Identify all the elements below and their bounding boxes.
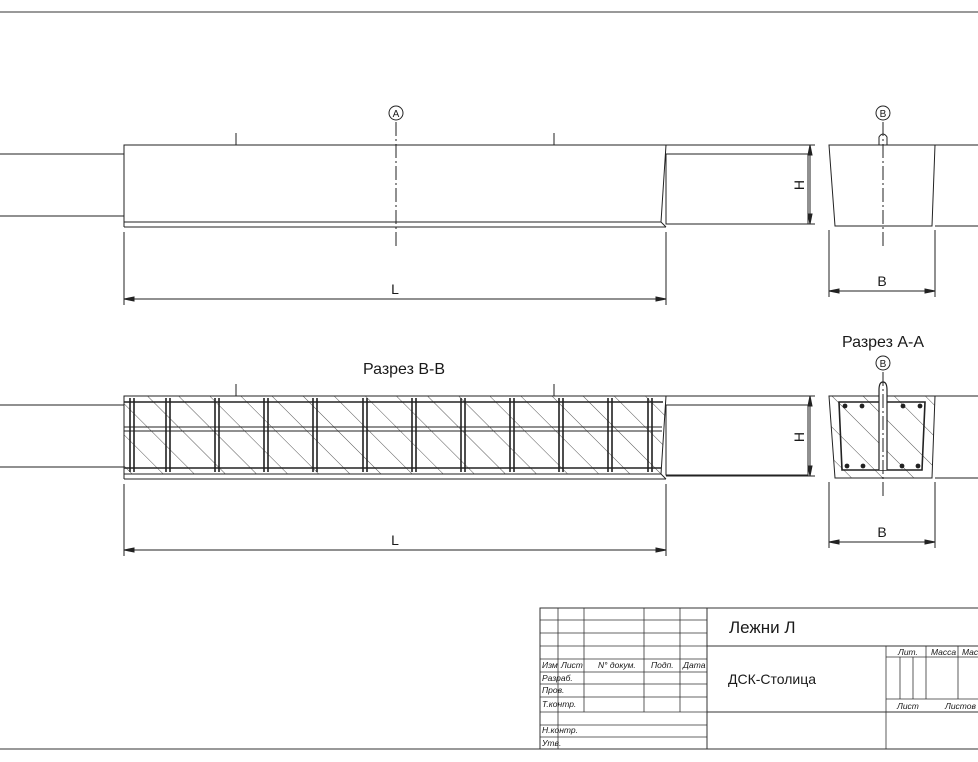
- beam-section-bb: [0, 384, 809, 480]
- height-label-bottom: H: [791, 432, 807, 442]
- organization-name: ДСК-Столица: [728, 671, 816, 687]
- width-label-bottom: B: [877, 524, 886, 540]
- axis-marker-a-label: A: [393, 109, 400, 120]
- dimension-length-top: [123, 232, 667, 305]
- height-label-top: H: [791, 180, 807, 190]
- adjacent-block-right: [665, 153, 809, 225]
- length-label-top: L: [391, 281, 399, 297]
- role-tech-control: Т.контр.: [542, 699, 576, 709]
- header-doc-no: N° докум.: [598, 660, 636, 670]
- beam-elevation-top: [0, 122, 809, 246]
- right-mass: Масса: [931, 647, 956, 657]
- rebar-dots: [842, 403, 923, 469]
- axis-marker-b-bottom-label: B: [880, 359, 887, 370]
- length-label-bottom: L: [391, 532, 399, 548]
- header-sheet: Лист: [560, 660, 583, 670]
- product-name: Лежни Л: [729, 618, 796, 637]
- role-norm-control: Н.контр.: [542, 725, 578, 735]
- dimension-length-bottom: [123, 484, 667, 556]
- right-sheet: Лист: [896, 701, 919, 711]
- adjacent-block-left-bottom: [0, 404, 125, 468]
- section-bb-hatch: [123, 395, 667, 475]
- dimension-height-bottom: [666, 395, 815, 477]
- right-lit: Лит.: [897, 647, 918, 657]
- width-label-top: B: [877, 273, 886, 289]
- end-view-top: [828, 122, 978, 297]
- axis-marker-b-top: B: [875, 105, 891, 121]
- header-date: Дата: [682, 660, 706, 670]
- beam-body: [123, 144, 667, 223]
- role-approved: Утв.: [541, 738, 561, 748]
- role-developed: Разраб.: [542, 673, 573, 683]
- title-block: [539, 607, 978, 750]
- dimension-height-top: [666, 144, 815, 225]
- header-sign: Подп.: [651, 660, 674, 670]
- right-scale: Мас: [962, 647, 978, 657]
- section-aa: [828, 372, 978, 498]
- section-a-title: Разрез А-А: [842, 334, 924, 351]
- axis-marker-a: A: [388, 105, 404, 121]
- dimension-width-bottom: [828, 482, 936, 548]
- role-checked: Пров.: [542, 685, 564, 695]
- sheet-frame: [0, 11, 978, 750]
- header-change: Изм: [542, 660, 558, 670]
- adjacent-block-right-bottom: [665, 404, 809, 476]
- section-b-title: Разрез В-В: [363, 361, 445, 378]
- adjacent-block-left: [0, 153, 125, 217]
- axis-marker-b-top-label: B: [880, 109, 887, 120]
- right-sheets: Листов: [944, 701, 977, 711]
- axis-marker-b-bottom: B: [875, 355, 891, 371]
